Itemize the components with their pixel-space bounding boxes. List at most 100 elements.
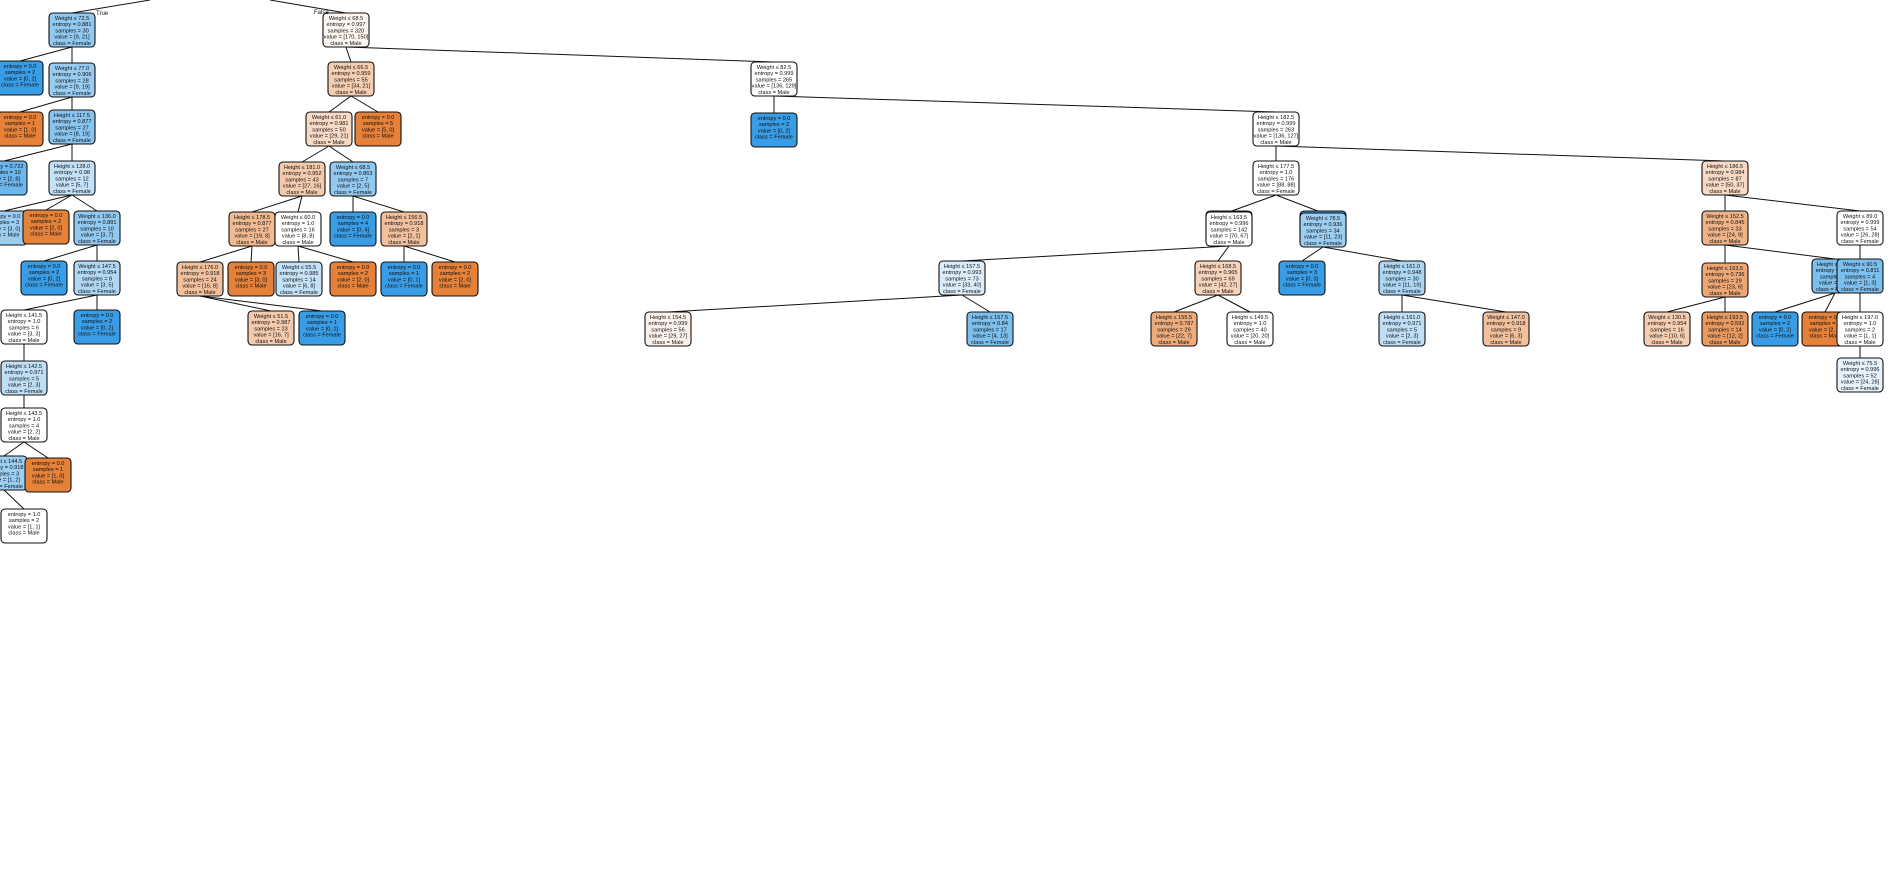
tree-edges	[3, 0, 1861, 510]
tree-node-line: class = Male	[255, 339, 286, 345]
tree-node-line: class = Male	[758, 90, 789, 96]
tree-edge	[345, 46, 775, 63]
tree-node-line: class = Male	[388, 240, 419, 246]
tree-node-box	[1299, 212, 1347, 248]
tree-edge	[301, 145, 330, 163]
tree-node-box	[0, 60, 44, 96]
tree-node-box	[1252, 111, 1300, 147]
tree-node-line: entropy = 0.999	[648, 321, 687, 327]
tree-node-line: Weight ≤ 77.0	[55, 66, 89, 72]
tree-node-line: entropy = 0.0	[32, 461, 65, 467]
tree-node-line: Height ≤ 128.0	[54, 164, 90, 170]
tree-node-line: value = [42, 27]	[1199, 283, 1238, 289]
tree-node-line: samples = 17	[973, 327, 1006, 333]
tree-node-line: Height ≤ 158.5	[1817, 262, 1853, 268]
tree-node-line: Height ≤ 178.5	[234, 215, 270, 221]
tree-node-line: entropy = 0.811	[1841, 268, 1880, 274]
tree-edge	[19, 46, 73, 62]
tree-node-line: entropy = 0.997	[326, 22, 365, 28]
tree-node-line: value = [11, 19]	[1383, 283, 1421, 289]
tree-node-box	[1194, 260, 1242, 296]
tree-node-line: entropy = 0.881	[52, 22, 91, 28]
tree-edge	[1824, 292, 1836, 313]
tree-node-box	[247, 310, 295, 346]
tree-node-line: value = [0, 4]	[337, 227, 370, 233]
tree-node-line: entropy = 0.918	[1486, 321, 1525, 327]
tree-node-line: value = [2, 5]	[337, 184, 370, 190]
tree-node-line: entropy = 0.954	[77, 270, 116, 276]
tree-node-box	[327, 61, 375, 97]
tree-node-line: entropy = 0.999	[754, 71, 793, 77]
tree-node-line: Height ≤ 182.5	[1258, 115, 1294, 121]
tree-node-line: value = [3, 0]	[235, 277, 268, 283]
tree-node-line: entropy = 0.987	[251, 320, 290, 326]
tree-node-line: Height ≤ 181.0	[284, 165, 320, 171]
tree-node-line: value = [27, 16]	[283, 184, 322, 190]
tree-node-line: samples = 29	[1157, 327, 1190, 333]
tree-node-line: class = Male	[236, 240, 267, 246]
tree-node-box	[938, 260, 986, 296]
tree-node-line: value = [70, 67]	[1210, 234, 1249, 240]
tree-node-line: entropy = 0.0	[362, 115, 395, 121]
tree-edge	[19, 96, 73, 113]
tree-node-line: value = [9, 19]	[54, 85, 90, 91]
tree-node-line: Weight ≤ 136.0	[78, 214, 116, 220]
tree-node-line: value = [9, 21]	[54, 35, 90, 41]
tree-node-line: entropy = 0.996	[1840, 367, 1879, 373]
tree-node-line: class = Male	[362, 134, 393, 140]
tree-node-line: class = Female	[78, 332, 116, 338]
tree-node-line: class = Female	[1841, 287, 1879, 293]
tree-node-line: entropy = 0.965	[1198, 270, 1237, 276]
tree-node-line: value = [2, 1]	[388, 234, 421, 240]
tree-node-line: samples = 10	[80, 226, 113, 232]
tree-node-line: class = Female	[53, 189, 91, 195]
tree-node-line: value = [2, 8]	[0, 176, 21, 182]
tree-node-line: Weight ≤ 61.0	[312, 115, 346, 121]
tree-edge	[3, 194, 73, 212]
tree-node-box	[1278, 260, 1326, 296]
tree-node-line: entropy = 1.0	[1234, 321, 1267, 327]
tree-node-line: samples = 5	[363, 121, 393, 127]
tree-node-line: class = Male	[8, 531, 39, 537]
tree-node-line: value = [16, 8]	[182, 284, 218, 290]
tree-node-line: class = Male	[335, 90, 366, 96]
tree-node-line: entropy = 0.996	[1209, 221, 1248, 227]
tree-node-line: Height ≤ 117.5	[54, 113, 90, 119]
tree-node-line: samples = 2	[338, 271, 368, 277]
tree-node-line: class = Male	[1809, 334, 1840, 340]
tree-node-line: value = [24, 28]	[1841, 380, 1880, 386]
tree-node-line: Height ≤ 176.0	[182, 265, 218, 271]
tree-node-line: samples = 28	[55, 78, 88, 84]
tree-node-line: value = [1, 2]	[0, 478, 21, 484]
tree-node-line: value = [3, 0]	[0, 226, 21, 232]
tree-node-line: samples = 1	[307, 320, 337, 326]
tree-node-box	[176, 261, 224, 297]
tree-node-line: samples = 33	[1708, 226, 1741, 232]
tree-node-box	[1701, 210, 1749, 246]
tree-node-line: class = Male	[1844, 340, 1875, 346]
tree-node-box	[73, 210, 121, 246]
tree-node-box	[1751, 311, 1799, 347]
tree-node-line: class = Male	[652, 340, 683, 346]
tree-node-line: value = [3, 3]	[8, 332, 41, 338]
tree-edge	[297, 245, 300, 263]
tree-node-line: samples = 3	[0, 471, 19, 477]
tree-node-line: class = Female	[78, 239, 116, 245]
tree-node-line: class = Male	[282, 240, 313, 246]
tree-node-line: samples = 73	[945, 276, 978, 282]
tree-edge	[269, 0, 347, 14]
tree-node-line: Weight ≤ 89.0	[1843, 214, 1877, 220]
tree-node-line: samples = 320	[328, 28, 365, 34]
tree-node-line: samples = 14	[1708, 327, 1741, 333]
